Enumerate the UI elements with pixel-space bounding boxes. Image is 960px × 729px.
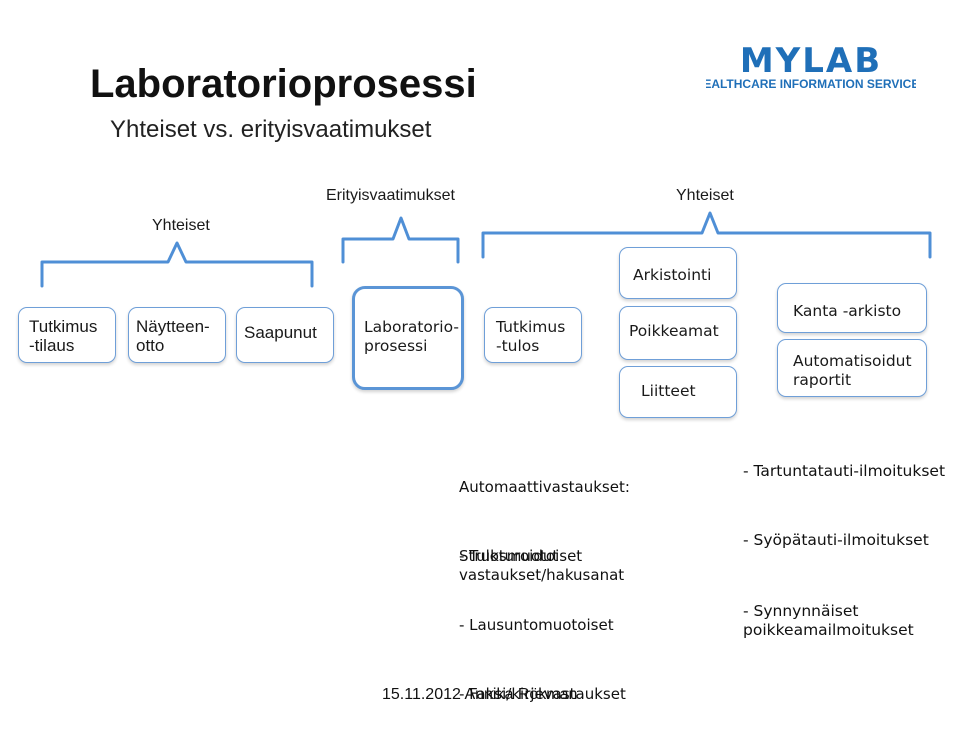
automaattivastaukset-heading: Automaattivastaukset: bbox=[459, 478, 630, 496]
tutkimustulos-box bbox=[484, 307, 582, 363]
naytteenotto-box bbox=[128, 307, 226, 363]
arkistointi-label: Arkistointi bbox=[633, 266, 712, 284]
left-brace-label: Yhteiset bbox=[152, 217, 210, 234]
automaattivastaukset-item: - Lausuntomuotoiset bbox=[459, 616, 614, 634]
mylab-logo: MYLAB HEALTHCARE INFORMATION SERVICES bbox=[706, 44, 916, 91]
ilmoitukset-item: - Syöpätauti-ilmoitukset bbox=[743, 531, 929, 549]
automaattivastaukset-list: Automaattivastaukset: - Tulosmuotoiset -… bbox=[459, 430, 630, 729]
liitteet-box bbox=[619, 366, 737, 418]
strukturoidut-note: Strukturoidut vastaukset/hakusanat bbox=[459, 547, 625, 584]
automaattivastaukset-item: - Tulosmuotoiset bbox=[459, 547, 583, 565]
saapunut-label: Saapunut bbox=[244, 323, 317, 342]
kanta-arkisto-box bbox=[777, 283, 927, 333]
slide-footer: 15.11.2012 Annika Rökman bbox=[382, 686, 578, 703]
logo-wordmark: MYLAB bbox=[740, 44, 882, 81]
tutkimustulos-label: Tutkimus -tulos bbox=[496, 318, 566, 355]
laboratorioprosessi-box bbox=[352, 286, 464, 390]
automatisoidut-raportit-box bbox=[777, 339, 927, 397]
poikkeamat-box bbox=[619, 306, 737, 360]
automaattivastaukset-item: - Faksi/kirjevastaukset bbox=[459, 685, 626, 703]
kanta-arkisto-label: Kanta -arkisto bbox=[793, 302, 902, 320]
liitteet-label: Liitteet bbox=[641, 382, 696, 400]
laboratorioprosessi-label: Laboratorio- prosessi bbox=[364, 318, 459, 355]
naytteenotto-label: Näytteen- otto bbox=[136, 317, 210, 355]
slide-subtitle: Yhteiset vs. erityisvaatimukset bbox=[110, 116, 432, 143]
logo-tagline: HEALTHCARE INFORMATION SERVICES bbox=[706, 77, 916, 91]
right-brace-label: Yhteiset bbox=[676, 187, 734, 204]
slide-title: Laboratorioprosessi bbox=[90, 62, 477, 106]
poikkeamat-label: Poikkeamat bbox=[629, 322, 719, 340]
tutkimustilaus-label: Tutkimus -tilaus bbox=[29, 317, 98, 355]
arkistointi-box bbox=[619, 247, 737, 299]
middle-brace bbox=[341, 216, 460, 264]
ilmoitukset-list: - Tartuntatauti-ilmoitukset - Syöpätauti… bbox=[743, 414, 945, 663]
tutkimustilaus-box bbox=[18, 307, 116, 363]
middle-brace-label: Erityisvaatimukset bbox=[326, 187, 455, 204]
ilmoitukset-item: - Synnynnäiset poikkeamailmoitukset bbox=[743, 602, 914, 639]
right-brace bbox=[481, 211, 932, 259]
automatisoidut-raportit-label: Automatisoidut raportit bbox=[793, 352, 912, 389]
left-brace bbox=[40, 241, 314, 288]
ilmoitukset-item: - Tartuntatauti-ilmoitukset bbox=[743, 462, 946, 480]
saapunut-box bbox=[236, 307, 334, 363]
